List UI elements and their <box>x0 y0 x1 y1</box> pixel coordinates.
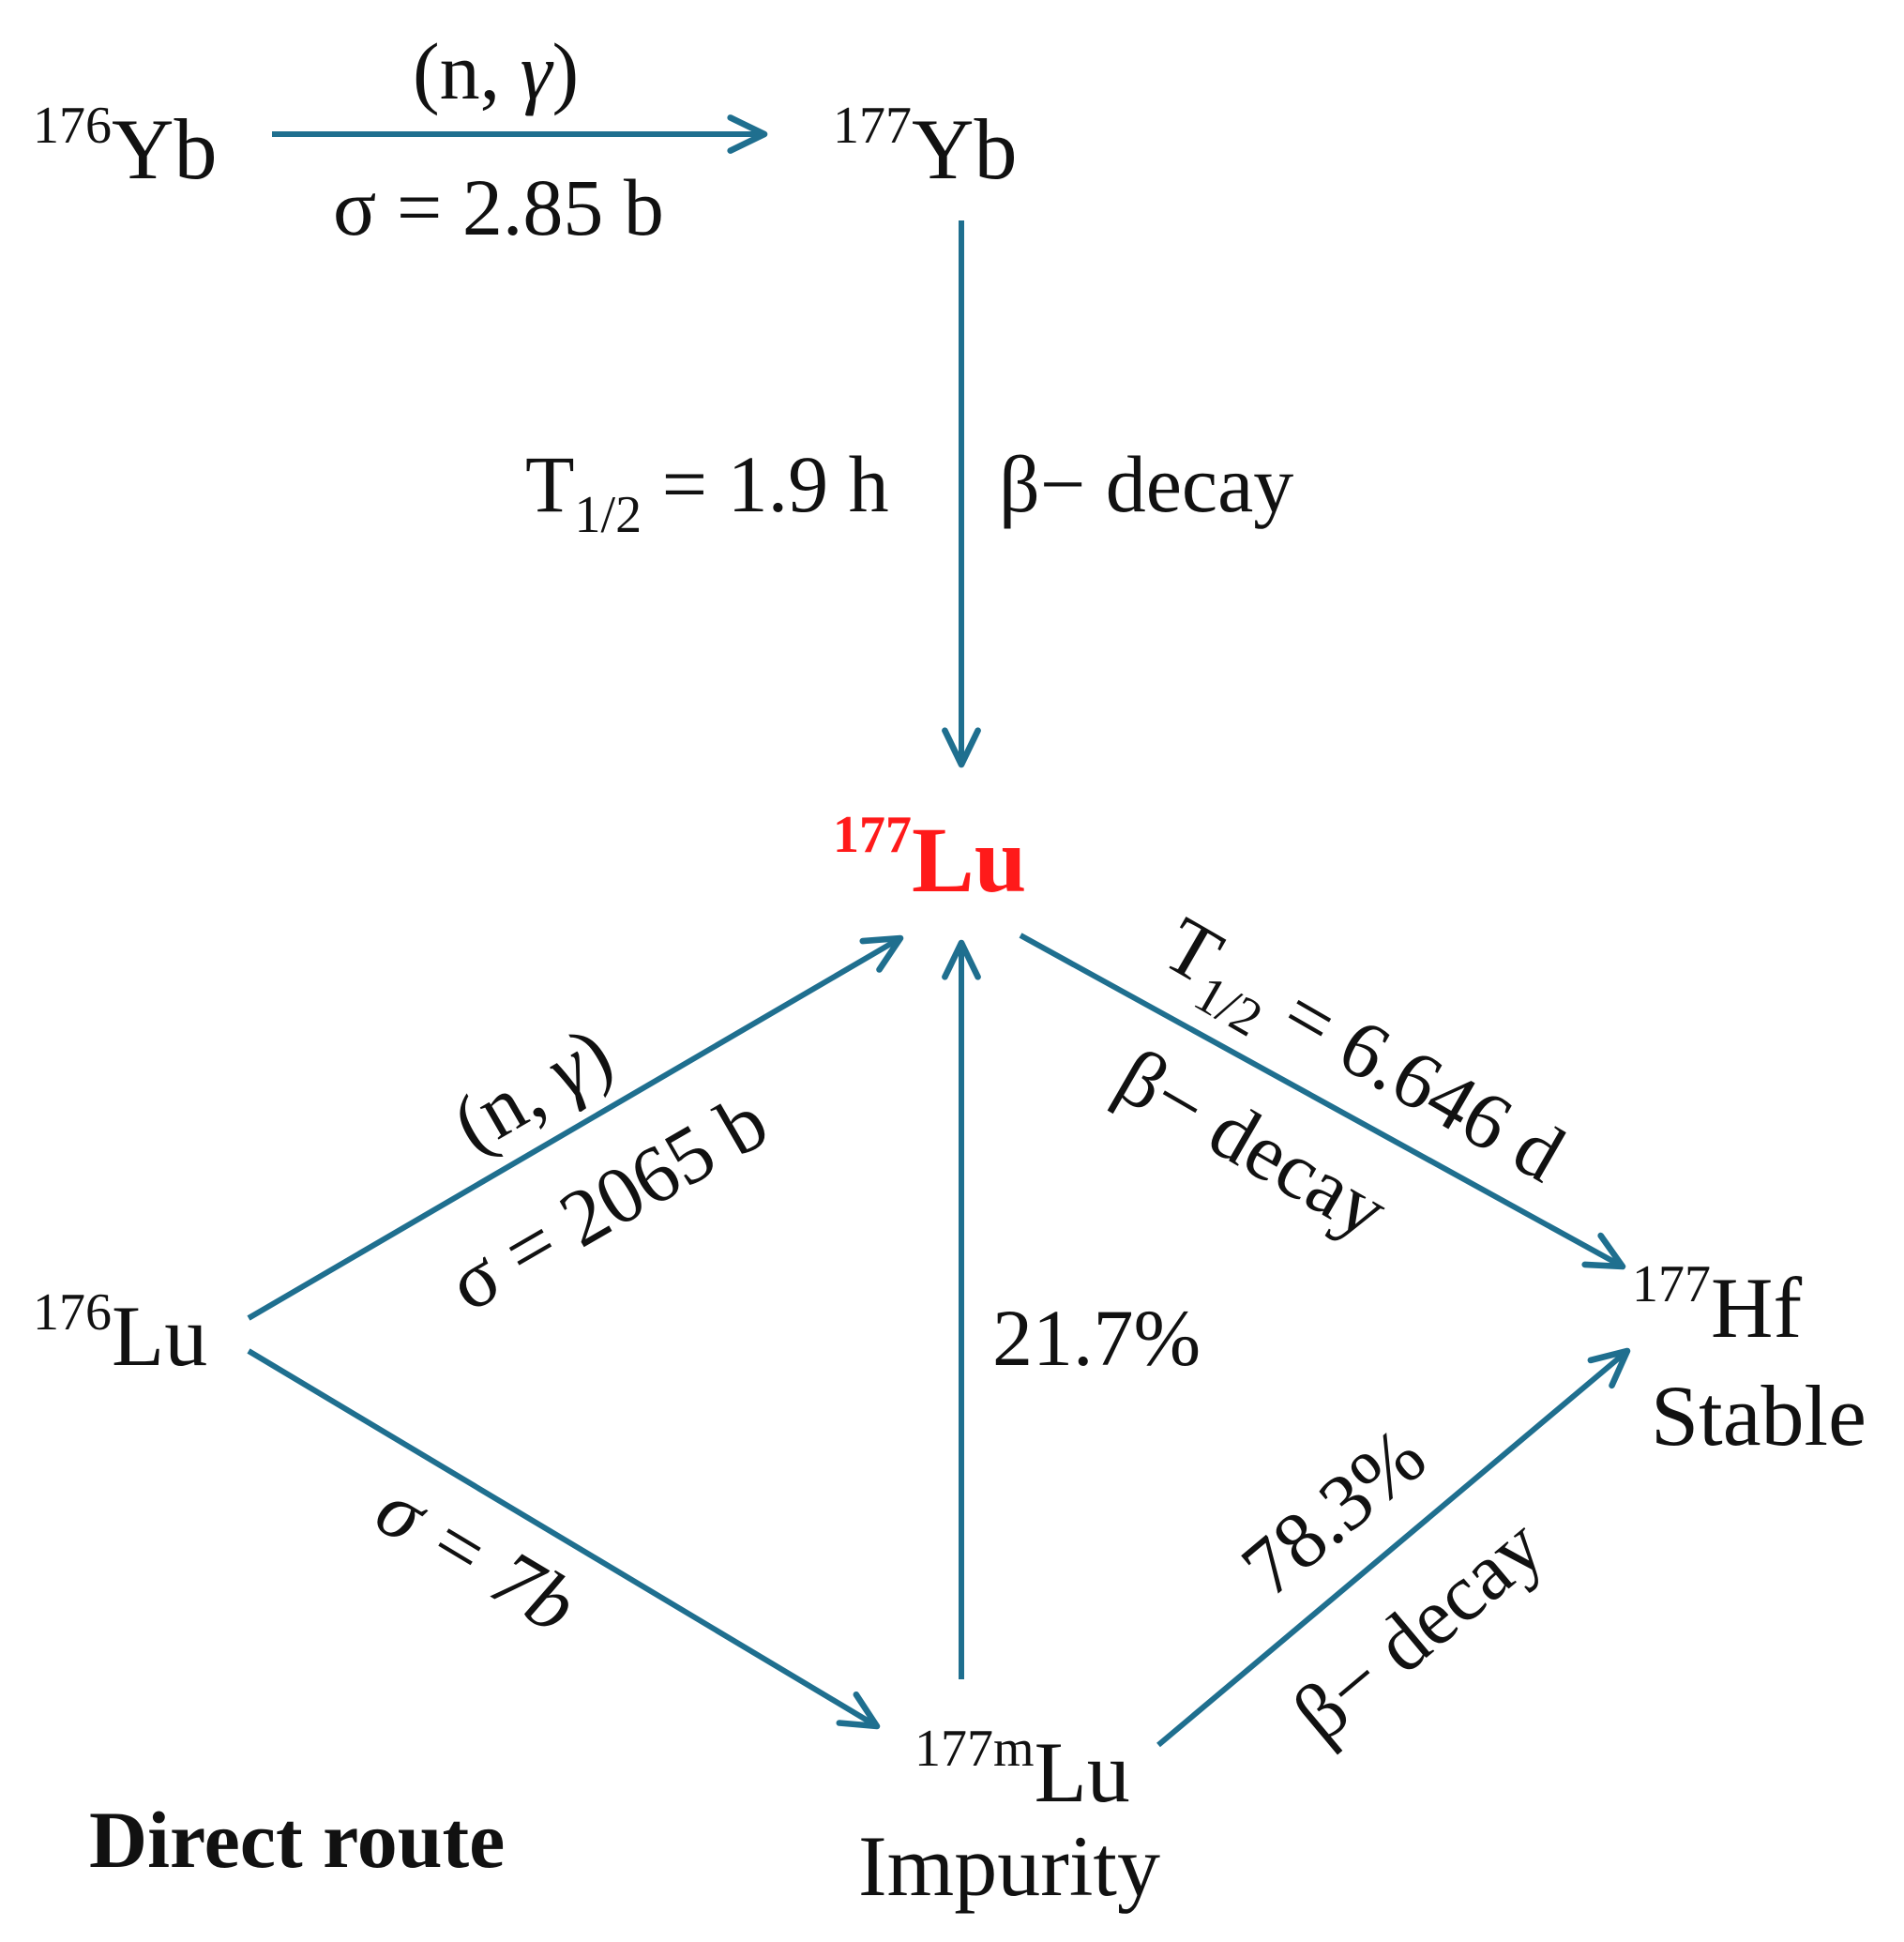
nuclide-yb177-symbol: Yb <box>912 101 1017 197</box>
nuclide-lu177m: 177mLu <box>914 1720 1130 1820</box>
yb-decay-half-life-T: T <box>525 439 575 529</box>
nuclide-lu177: 177Lu <box>833 806 1026 912</box>
nuclide-yb176-symbol: Yb <box>112 101 217 197</box>
yb-capture-reaction-open: (n, <box>413 26 521 116</box>
nuclide-yb176: 176Yb <box>33 97 217 197</box>
yb-decay-half-life-value: = 1.9 h <box>642 439 889 529</box>
nuclide-hf177-symbol: Hf <box>1711 1260 1802 1356</box>
nuclide-yb176-mass: 176 <box>33 97 112 155</box>
yb-decay-half-life-sub: 1/2 <box>575 486 642 544</box>
nuclide-yb177-mass: 177 <box>833 97 912 155</box>
nuclide-lu177m-mass: 177m <box>914 1720 1035 1778</box>
nuclide-yb177: 177Yb <box>833 97 1017 197</box>
lum-to-lu-branch: 21.7% <box>992 1293 1201 1383</box>
arrow-lu176-to-lu177 <box>247 934 904 1321</box>
yb-decay-half-life: T1/2 = 1.9 h <box>525 439 889 544</box>
yb-capture-reaction-gamma: γ <box>521 26 554 116</box>
nuclide-lu177-mass: 177 <box>833 806 912 864</box>
nuclide-lu177-symbol: Lu <box>912 808 1026 912</box>
arrow-lu177m-to-hf177 <box>1156 1347 1631 1748</box>
lum-capture-cross-section: σ = 7b <box>361 1463 592 1650</box>
arrow-lu176-to-lu177m <box>247 1348 881 1730</box>
route-label: Direct route <box>89 1795 505 1885</box>
nuclide-hf177-mass: 177 <box>1632 1255 1711 1313</box>
nuclide-hf177-note: Stable <box>1651 1368 1866 1464</box>
lu-capture-reaction: (n, γ) <box>438 1009 627 1170</box>
yb-capture-reaction: (n, γ) <box>413 26 579 116</box>
nuclide-lu176-mass: 176 <box>33 1283 112 1342</box>
nuclide-lu176: 176Lu <box>33 1283 207 1384</box>
yb-capture-reaction-close: ) <box>552 26 580 116</box>
yb-capture-cross-section: σ = 2.85 b <box>333 162 664 252</box>
yb-decay-mode: β− decay <box>999 439 1293 529</box>
nuclide-hf177: 177Hf <box>1632 1255 1802 1356</box>
arrow-lu177-to-hf177 <box>1019 933 1626 1270</box>
nuclide-lu177m-symbol: Lu <box>1035 1724 1130 1820</box>
nuclide-lu176-symbol: Lu <box>112 1288 207 1384</box>
nuclide-lu177m-note: Impurity <box>858 1818 1160 1914</box>
